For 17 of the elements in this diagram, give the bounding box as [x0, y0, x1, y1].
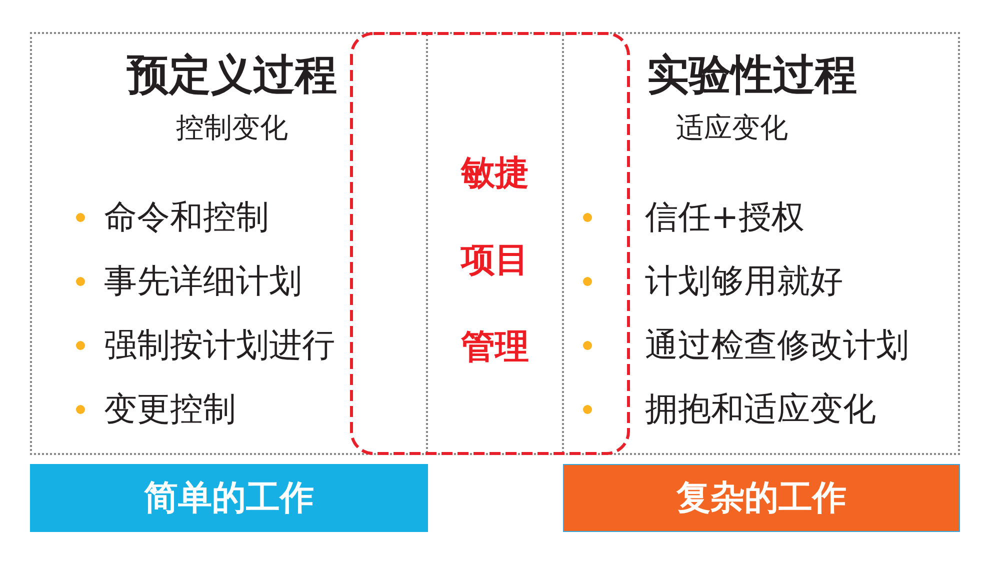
list-item: 拥抱和适应变化 [645, 389, 876, 429]
section-subheading: 适应变化 [676, 110, 788, 146]
list-item: 通过检查修改计划 [645, 325, 909, 365]
section-heading: 预定义过程 [127, 50, 337, 100]
list-item: 命令和控制 [104, 197, 269, 237]
banner: 简单的工作 [30, 464, 428, 532]
list-item: 计划够用就好 [645, 261, 843, 301]
highlight-title: 敏捷项目管理 [460, 152, 530, 368]
list-item: 变更控制 [104, 389, 236, 429]
section-heading: 实验性过程 [647, 50, 857, 100]
list-item: 事先详细计划 [104, 261, 302, 301]
banner: 复杂的工作 [563, 464, 960, 532]
list-item: 强制按计划进行 [104, 325, 335, 365]
dotted-frame [30, 32, 960, 455]
section-subheading: 控制变化 [176, 110, 288, 146]
highlight-frame [350, 32, 630, 455]
list-item: 信任+授权 [645, 197, 805, 237]
